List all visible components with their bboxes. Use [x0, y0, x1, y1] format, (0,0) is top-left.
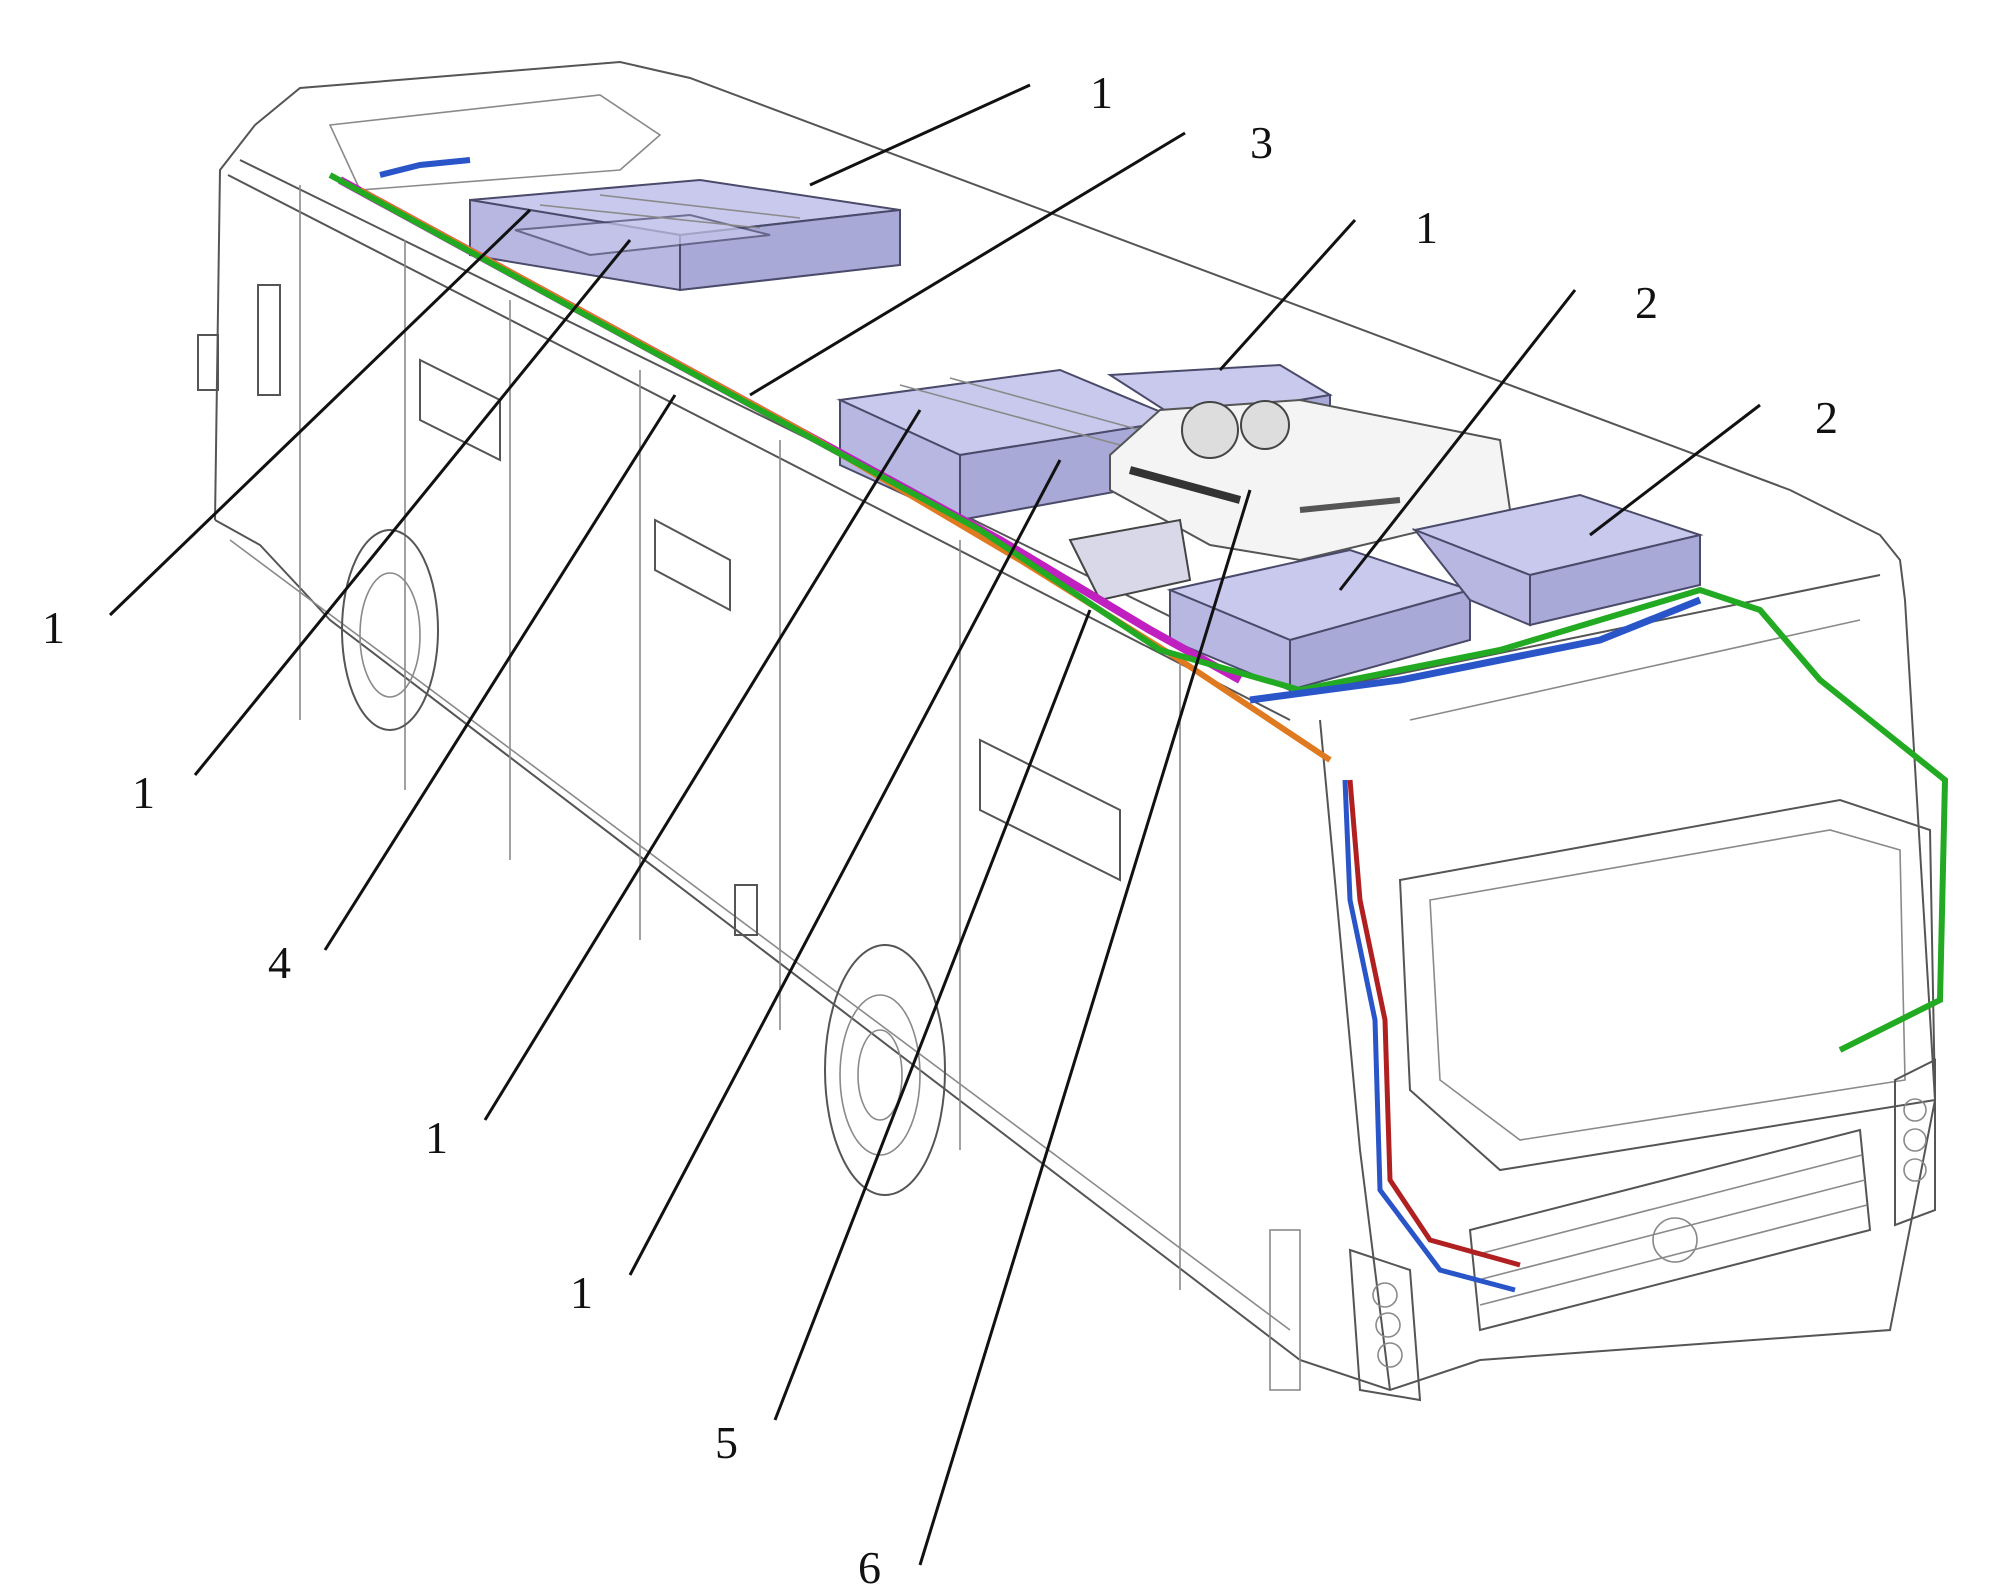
control-unit-box: [1068, 518, 1192, 602]
leader-1-a: [809, 83, 1031, 187]
leader-1-e: [483, 409, 922, 1121]
label-2-a: 2: [1635, 277, 1658, 328]
headlight-left: [1348, 1248, 1422, 1402]
label-1-d: 1: [132, 767, 155, 818]
label-4: 4: [268, 937, 291, 988]
leader-3: [749, 131, 1186, 397]
leader-6: [918, 489, 1252, 1566]
label-1-f: 1: [570, 1267, 593, 1318]
leader-2-a: [1338, 289, 1577, 591]
battery-pack-front-group: [1166, 493, 1704, 692]
label-6: 6: [858, 1542, 881, 1593]
leader-1-f: [628, 459, 1062, 1276]
leader-1-d: [193, 239, 632, 776]
leader-lines: [108, 83, 1761, 1566]
label-3: 3: [1250, 117, 1273, 168]
leader-4: [323, 394, 677, 951]
leader-2-b: [1589, 403, 1761, 537]
leader-1-b: [1218, 218, 1357, 372]
front-grille: [1468, 1128, 1872, 1332]
label-1-b: 1: [1415, 202, 1438, 253]
leader-5: [773, 609, 1092, 1421]
label-1-e: 1: [425, 1112, 448, 1163]
battery-pack-rear-group: [469, 178, 901, 292]
label-2-b: 2: [1815, 392, 1838, 443]
label-1-a: 1: [1090, 67, 1113, 118]
bus-body: [197, 60, 1937, 1402]
roof-air-conditioner: [1109, 398, 1512, 562]
label-5: 5: [715, 1417, 738, 1468]
wire-harness: [328, 157, 1949, 1293]
headlight-right: [1894, 1058, 1936, 1227]
label-1-c: 1: [42, 602, 65, 653]
leader-1-c: [108, 208, 532, 617]
